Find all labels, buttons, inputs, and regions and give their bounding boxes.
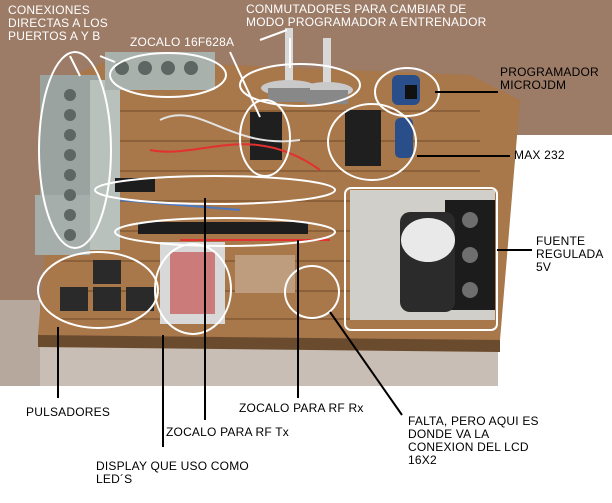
label-zocalo-rf-tx: ZOCALO PARA RF Tx: [166, 425, 289, 439]
ellipse-lcd-area: [284, 265, 340, 319]
ellipse-pic-socket: [239, 99, 291, 177]
label-falta-lcd: FALTA, PERO AQUI ES DONDE VA LA CONEXION…: [408, 414, 539, 467]
label-max232: MAX 232: [514, 148, 565, 162]
max232-socket: [345, 110, 381, 166]
label-programador: PROGRAMADOR MICROJDM: [500, 65, 599, 92]
rect-power-supply: [344, 187, 498, 331]
ellipse-rf-rx-row: [114, 217, 336, 247]
ellipse-top-terminals: [109, 52, 227, 98]
label-conmutadores: CONMUTADORES PARA CAMBIAR DE MODO PROGRA…: [246, 2, 487, 29]
label-zocalo-rf-rx: ZOCALO PARA RF Rx: [239, 401, 364, 415]
programmer-capacitors: [392, 75, 420, 158]
label-fuente: FUENTE REGULADA 5V: [536, 234, 604, 274]
label-zocalo-16f628a: ZOCALO 16F628A: [130, 35, 235, 49]
push-buttons: [60, 260, 154, 311]
label-conexiones: CONEXIONES DIRECTAS A LOS PUERTOS A Y B: [8, 3, 108, 43]
ellipse-display: [154, 243, 232, 335]
seven-segment-display: [160, 242, 225, 324]
top-screw-terminals: [105, 52, 215, 90]
label-pulsadores: PULSADORES: [26, 405, 111, 419]
chip-row-lower: [138, 222, 308, 234]
ellipse-max232: [327, 103, 417, 181]
ellipse-pushbuttons: [37, 251, 159, 329]
ellipse-switches: [239, 63, 361, 107]
ellipse-left-terminals: [38, 51, 112, 249]
power-supply: [350, 190, 495, 320]
ellipse-rf-tx-row: [94, 175, 336, 205]
pic-socket: [250, 112, 282, 160]
label-display: DISPLAY QUE USO COMO LED´S: [96, 459, 249, 486]
